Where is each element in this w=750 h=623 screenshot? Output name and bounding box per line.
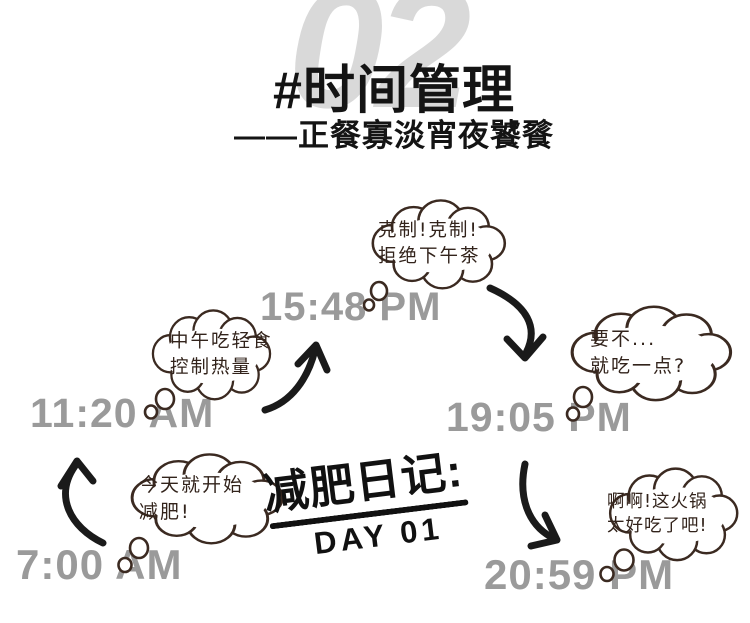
diary-title-block: 减肥日记: DAY 01 [261,443,497,567]
thought-text: 拒绝下午茶 [378,246,481,267]
thought-bubble-morning: 今天就开始 减肥! [113,450,295,547]
time-label-1120am: 11:20 AM [30,390,215,436]
arrow-1905pm-to-2059pm [519,460,561,550]
thought-text: 啊啊!这火锅 [607,491,708,512]
time-label-2059pm: 20:59 PM [484,551,675,598]
time-label-1548pm: 15:48 PM [260,285,442,329]
chapter-number-watermark: 02 [288,0,471,144]
page-subtitle: ——正餐寡淡宵夜饕餮 [234,118,554,153]
page-title: #时间管理 [273,62,515,120]
thought-text: 要不... [590,328,657,351]
thought-text: 就吃一点? [590,355,687,377]
thought-text: 克制!克制! [378,220,479,242]
thought-bubble-afternoon: 克制!克制! 拒绝下午茶 [356,196,516,292]
thought-bubble-noon: 中午吃轻食 控制热量 [138,306,280,403]
thought-text: 中午吃轻食 [170,330,273,352]
thought-text: 太好吃了吧! [607,516,708,536]
thought-text: 减肥! [139,500,191,523]
thought-bubble-night: 啊啊!这火锅 太好吃了吧! [594,464,748,564]
thought-text: 今天就开始 [139,473,245,496]
arrow-7am-to-1120am [57,457,107,547]
thought-bubble-evening: 要不... 就吃一点? [552,302,744,404]
time-label-7am: 7:00 AM [16,541,183,588]
thought-text: 控制热量 [170,356,253,378]
arrow-1548pm-to-1905pm [486,284,547,362]
time-label-1905pm: 19:05 PM [446,394,632,440]
